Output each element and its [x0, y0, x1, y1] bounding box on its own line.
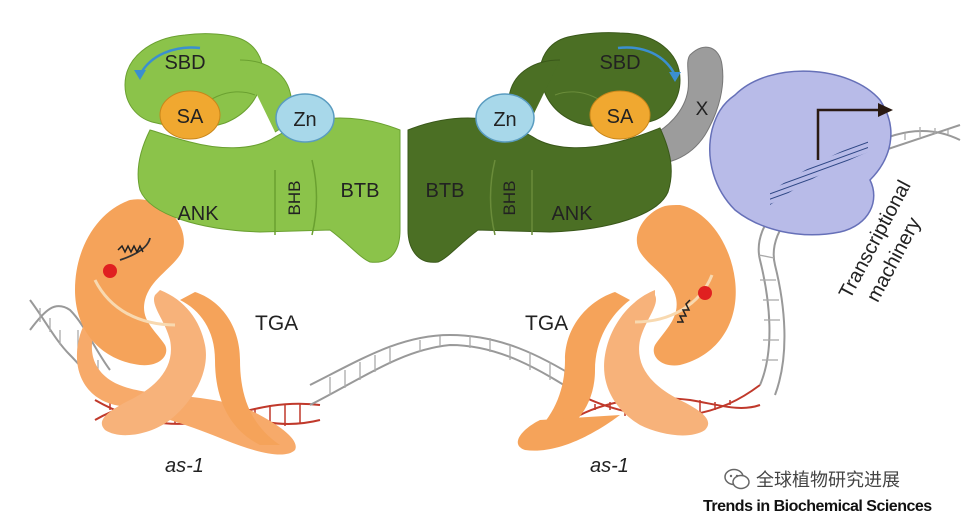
ank-label-left: ANK [177, 203, 219, 225]
journal-credit: Trends in Biochemical Sciences [703, 498, 932, 515]
sbd-label-left: SBD [164, 52, 205, 74]
sa-dot-left [103, 264, 117, 278]
tga-label-right: TGA [525, 312, 568, 335]
bhb-label-left: BHB [285, 181, 304, 216]
btb-label-right: BTB [426, 180, 465, 202]
sa-label-left: SA [177, 106, 204, 128]
sbd-label-right: SBD [599, 52, 640, 74]
x-label: X [696, 99, 709, 120]
sa-label-right: SA [607, 106, 634, 128]
transcriptional-machinery-shape [709, 70, 892, 236]
wechat-icon [724, 468, 750, 490]
machinery-blue-helix [770, 140, 868, 205]
sa-left [159, 90, 221, 140]
sa-dot-right [698, 286, 712, 300]
tga-right [517, 205, 736, 451]
ank-label-right: ANK [551, 203, 593, 225]
watermark-text: 全球植物研究进展 [756, 470, 900, 491]
zn-label-right: Zn [493, 109, 516, 131]
watermark: 全球植物研究进展 [724, 466, 900, 492]
as1-label-left: as-1 [165, 455, 204, 477]
as1-label-right: as-1 [590, 455, 629, 477]
transcription-start-arrow [816, 103, 893, 160]
bhb-label-right: BHB [500, 181, 519, 216]
btb-label-left: BTB [341, 180, 380, 202]
tga-left [75, 199, 296, 455]
zn-right [475, 93, 535, 143]
zn-left [275, 93, 335, 143]
tga-label-left: TGA [255, 312, 298, 335]
sa-right [589, 90, 651, 140]
zn-label-left: Zn [293, 109, 316, 131]
